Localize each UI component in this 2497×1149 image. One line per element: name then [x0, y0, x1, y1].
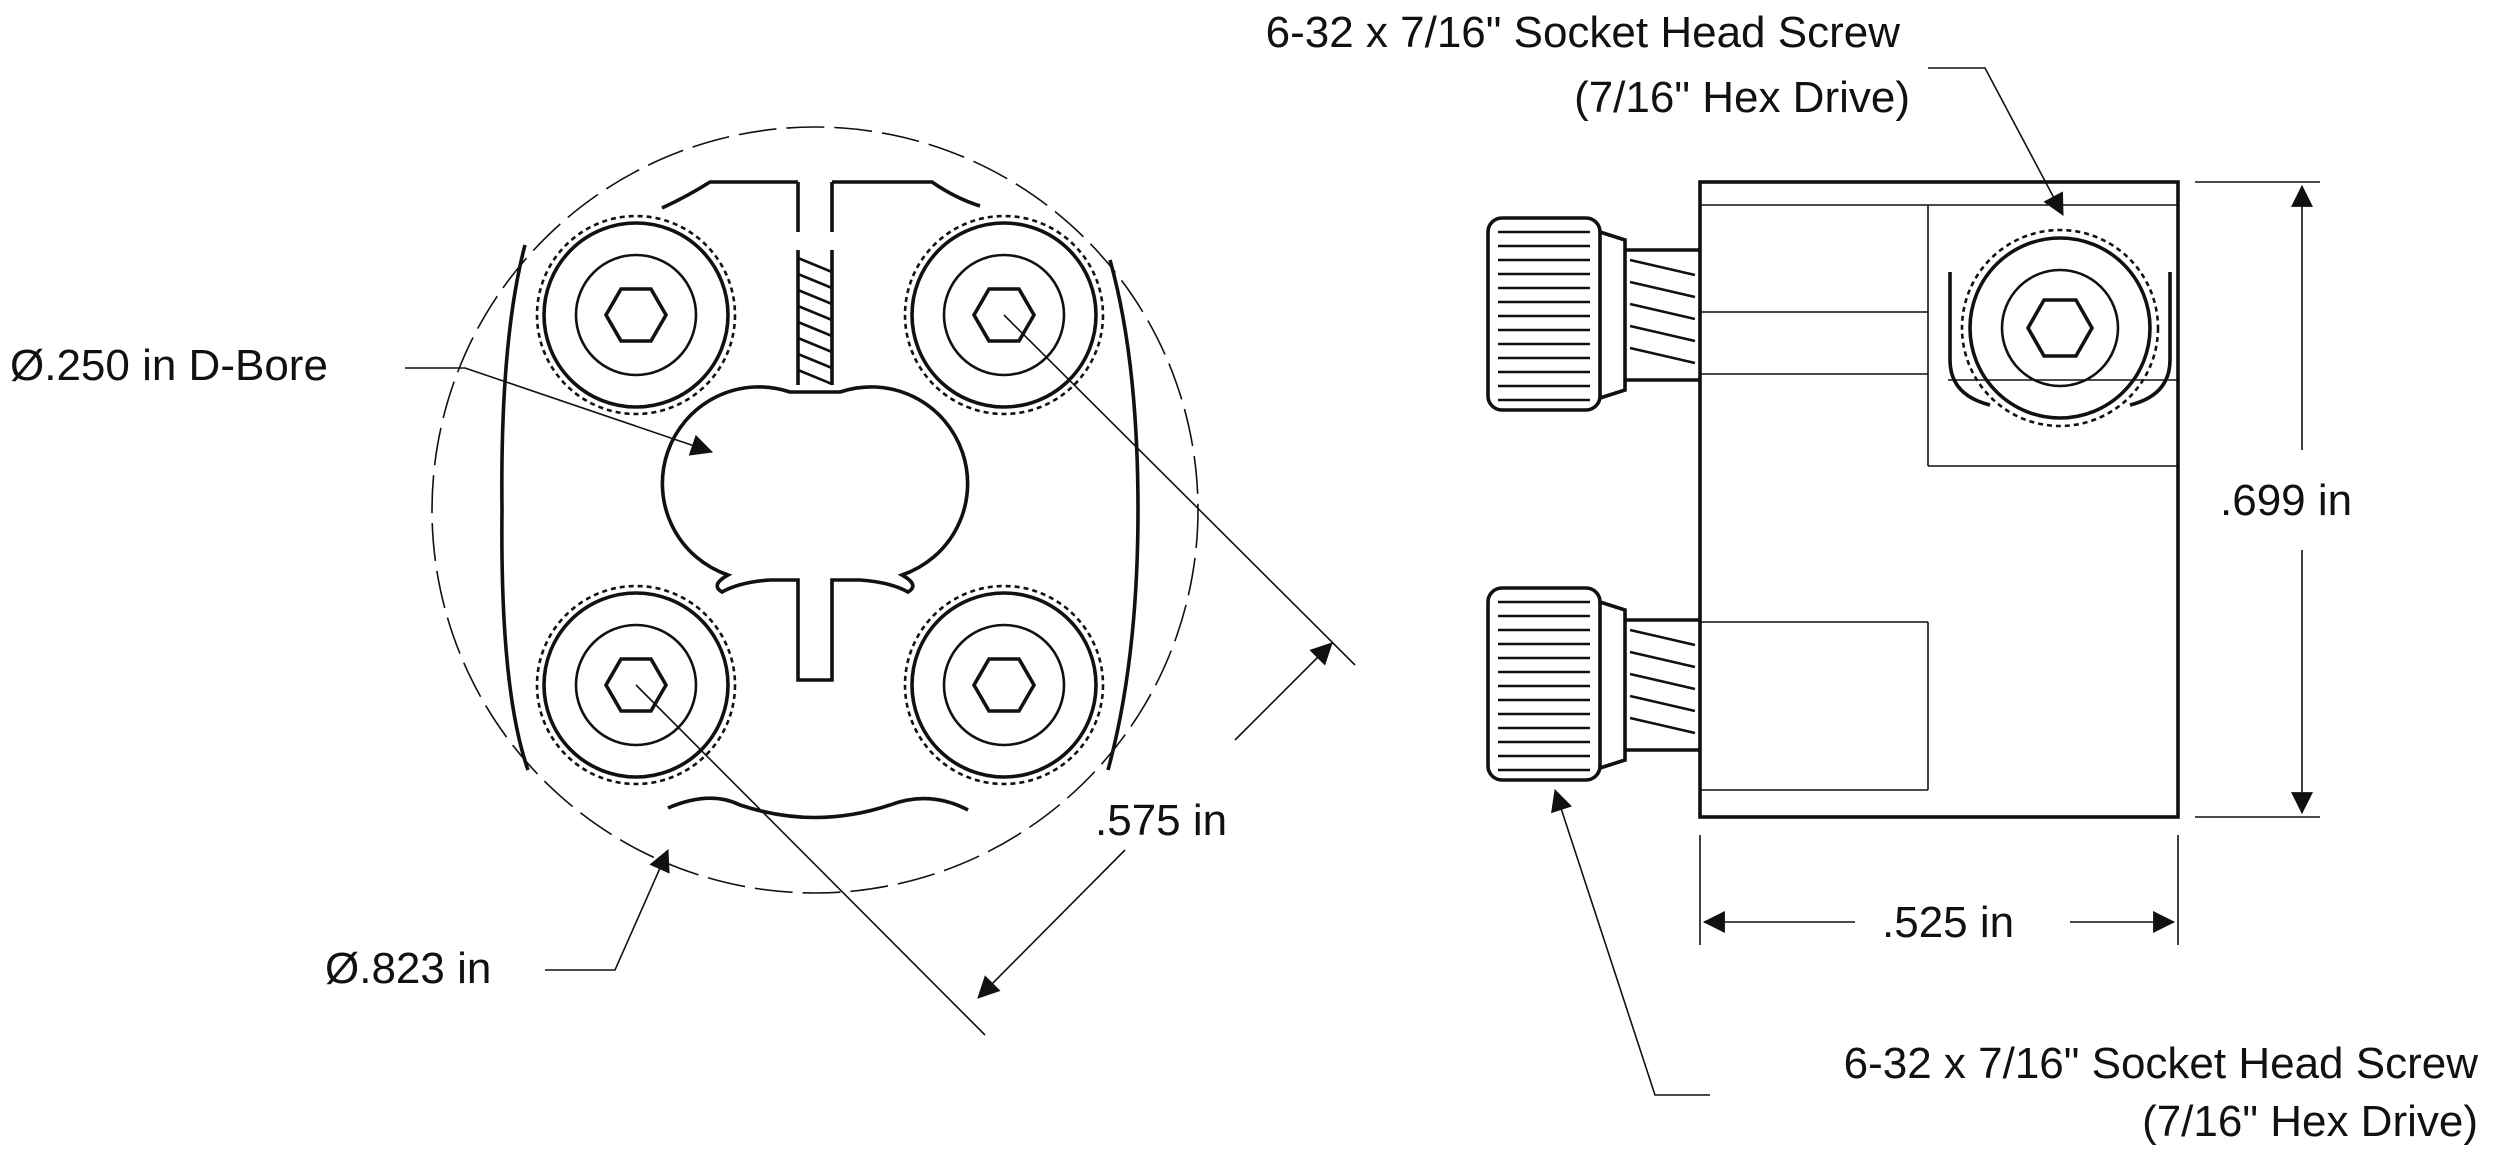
side-clamp-screw-head [1948, 228, 2172, 428]
bottom-screw-callout-line2: (7/16" Hex Drive) [2142, 1097, 2478, 1146]
screw-head-top-left [535, 214, 737, 416]
bolt-spacing-label: .575 in [1095, 796, 1227, 845]
bottom-screw-callout-line1: 6-32 x 7/16" Socket Head Screw [1844, 1039, 2479, 1088]
screw-head-bottom-left [535, 584, 737, 786]
hub-body-outline [500, 180, 1140, 820]
diameter-label: Ø.823 in [325, 944, 491, 993]
screw-head-bottom-right [903, 584, 1105, 786]
height-dimension [2195, 181, 2320, 818]
height-label: .699 in [2220, 476, 2352, 525]
top-screw-callout-line1: 6-32 x 7/16" Socket Head Screw [1266, 8, 1901, 57]
bottom-screw-leader [1551, 788, 1710, 1096]
width-dimension [1699, 835, 2179, 945]
screw-head-top-right [903, 214, 1105, 416]
clamp-slot [796, 182, 834, 232]
diameter-leader [545, 848, 670, 971]
d-bore-leader [405, 367, 714, 456]
d-bore-label: Ø.250 in D-Bore [10, 341, 328, 390]
width-label: .525 in [1882, 898, 2014, 947]
side-view: .699 in .525 in 6-32 x 7/16" Socket Head… [1266, 8, 2479, 1146]
side-body [1698, 180, 2180, 819]
outer-diameter-circle [431, 126, 1199, 894]
clamp-screw-thread [796, 250, 834, 386]
bolt-spacing-dimension [635, 314, 1356, 1036]
top-screw-callout-line2: (7/16" Hex Drive) [1574, 73, 1910, 122]
d-bore [660, 385, 970, 682]
side-screw-bottom [1486, 586, 1700, 782]
top-screw-leader [1928, 67, 2064, 216]
front-view: .575 in Ø.250 in D-Bore Ø.823 in [10, 126, 1356, 1036]
side-screw-top [1486, 216, 1700, 412]
